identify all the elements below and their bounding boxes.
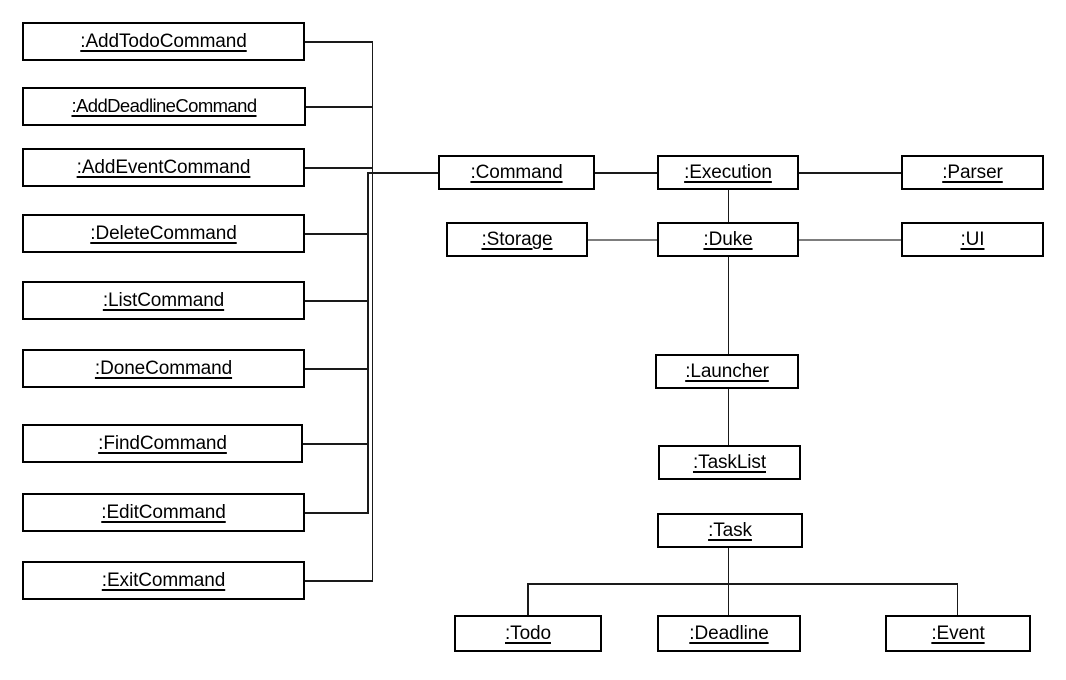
- edge-deletecommand-stub: [305, 233, 369, 235]
- node-label: :Execution: [684, 162, 772, 183]
- edge-command-bus-outer: [371, 41, 374, 581]
- edge-addtodocommand-stub: [305, 41, 373, 43]
- node-task-list[interactable]: :TaskList: [658, 445, 801, 480]
- edge-command-bus-inner: [367, 172, 369, 513]
- node-label: :Event: [931, 623, 985, 644]
- node-ui[interactable]: :UI: [901, 222, 1044, 257]
- edge-task-trunk: [727, 548, 730, 584]
- node-deadline[interactable]: :Deadline: [657, 615, 801, 652]
- edge-execution-duke: [727, 189, 730, 223]
- edge-task-deadline-drop: [727, 583, 730, 616]
- node-add-deadline-command[interactable]: :AddDeadlineCommand: [22, 87, 306, 126]
- node-delete-command[interactable]: :DeleteCommand: [22, 214, 305, 253]
- edge-addeventcommand-stub: [305, 167, 373, 169]
- node-list-command[interactable]: :ListCommand: [22, 281, 305, 320]
- edge-duke-launcher: [727, 255, 730, 356]
- node-done-command[interactable]: :DoneCommand: [22, 349, 305, 388]
- edge-exitcommand-stub: [305, 580, 373, 582]
- node-duke[interactable]: :Duke: [657, 222, 799, 257]
- node-label: :Todo: [505, 623, 551, 644]
- edge-command-execution: [594, 172, 658, 174]
- node-label: :Task: [708, 520, 752, 541]
- edge-task-event-drop: [956, 583, 959, 616]
- edge-launcher-tasklist: [727, 388, 730, 446]
- edge-findcommand-stub: [303, 443, 369, 445]
- edge-editcommand-stub: [305, 512, 369, 514]
- node-task[interactable]: :Task: [657, 513, 803, 548]
- node-todo[interactable]: :Todo: [454, 615, 602, 652]
- node-label: :AddDeadlineCommand: [71, 95, 257, 117]
- edge-bus-to-command: [367, 172, 439, 174]
- node-label: :TaskList: [692, 452, 766, 473]
- edge-duke-ui: [797, 239, 902, 241]
- node-event[interactable]: :Event: [885, 615, 1031, 652]
- node-label: :EditCommand: [101, 502, 226, 523]
- node-label: :DeleteCommand: [90, 223, 237, 244]
- node-edit-command[interactable]: :EditCommand: [22, 493, 305, 532]
- edge-task-fan-bar: [527, 583, 958, 585]
- node-find-command[interactable]: :FindCommand: [22, 424, 303, 463]
- node-label: :Parser: [942, 162, 1003, 183]
- node-label: :DoneCommand: [94, 358, 233, 379]
- node-add-todo-command[interactable]: :AddTodoCommand: [22, 22, 305, 61]
- node-label: :ExitCommand: [101, 570, 226, 591]
- node-label: :Storage: [481, 229, 553, 250]
- node-storage[interactable]: :Storage: [446, 222, 588, 257]
- node-label: :Command: [470, 162, 563, 183]
- node-parser[interactable]: :Parser: [901, 155, 1044, 190]
- node-execution[interactable]: :Execution: [657, 155, 799, 190]
- edge-listcommand-stub: [305, 300, 369, 302]
- node-label: :UI: [960, 229, 985, 250]
- node-command[interactable]: :Command: [438, 155, 595, 190]
- node-label: :AddEventCommand: [76, 157, 251, 178]
- node-label: :Deadline: [689, 623, 769, 644]
- node-launcher[interactable]: :Launcher: [655, 354, 799, 389]
- edge-execution-parser: [797, 172, 902, 174]
- edge-adddeadlinecommand-stub: [306, 106, 373, 108]
- edge-donecommand-stub: [305, 368, 369, 370]
- node-label: :FindCommand: [98, 433, 227, 454]
- edge-task-todo-drop: [527, 583, 529, 616]
- edge-storage-duke: [587, 239, 658, 241]
- node-exit-command[interactable]: :ExitCommand: [22, 561, 305, 600]
- node-label: :AddTodoCommand: [80, 31, 247, 52]
- node-add-event-command[interactable]: :AddEventCommand: [22, 148, 305, 187]
- node-label: :ListCommand: [102, 290, 225, 311]
- node-label: :Launcher: [685, 361, 769, 382]
- node-label: :Duke: [703, 229, 753, 250]
